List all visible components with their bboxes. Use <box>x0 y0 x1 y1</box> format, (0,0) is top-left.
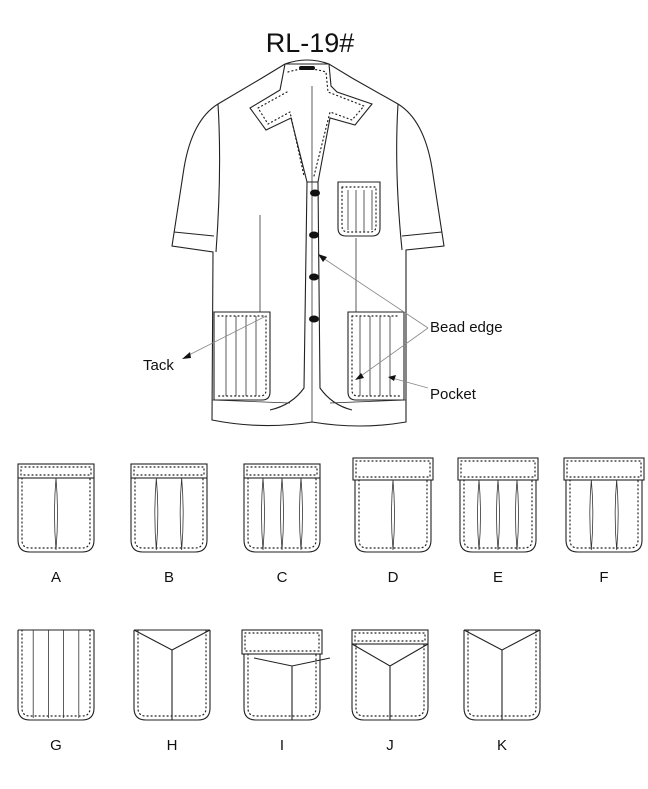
lower-pocket-left <box>213 311 271 401</box>
pocket-style-d: D <box>352 457 434 586</box>
pocket-label: H <box>167 737 178 754</box>
pocket-style-e: E <box>457 457 539 586</box>
pocket-style-b: B <box>130 463 208 586</box>
pocket-label: G <box>50 737 62 754</box>
pocket-label: F <box>599 569 608 586</box>
pocket-style-f: F <box>563 457 645 586</box>
pocket-label: J <box>386 737 394 754</box>
button <box>309 315 319 323</box>
pocket-label: Pocket <box>430 386 477 403</box>
coat-outline <box>171 63 445 427</box>
pocket-label: I <box>280 737 284 754</box>
pocket-style-i: I <box>241 629 331 754</box>
placket <box>269 181 353 411</box>
pocket-style-c: C <box>243 463 321 586</box>
pocket-style-g: G <box>17 629 95 754</box>
tack-label: Tack <box>143 357 174 374</box>
button <box>310 189 320 197</box>
pocket-style-a: A <box>17 463 95 586</box>
sleeve-left <box>173 103 221 253</box>
collar-stitch <box>257 68 366 177</box>
lower-pocket-right <box>347 311 405 401</box>
pocket-label: K <box>497 737 507 754</box>
sleeve-right <box>396 103 443 251</box>
coat-drawing <box>171 59 445 427</box>
pocket-label: B <box>164 569 174 586</box>
pocket-style-h: H <box>133 629 211 754</box>
pocket-label: E <box>493 569 503 586</box>
pocket-style-j: J <box>351 629 429 754</box>
pocket-style-k: K <box>463 629 541 754</box>
style-title: RL-19# <box>266 28 355 58</box>
pocket-label: A <box>51 569 61 586</box>
hanger-loop <box>299 66 315 70</box>
button <box>309 231 319 239</box>
pocket-label: D <box>388 569 399 586</box>
bead-edge-label: Bead edge <box>430 319 503 336</box>
callout-leaders <box>182 254 429 389</box>
chest-pocket <box>337 181 381 237</box>
pocket-label: C <box>277 569 288 586</box>
button <box>309 273 319 281</box>
collar <box>249 59 373 183</box>
pocket-style-grid: A B C D E F G H I J K <box>17 457 645 754</box>
